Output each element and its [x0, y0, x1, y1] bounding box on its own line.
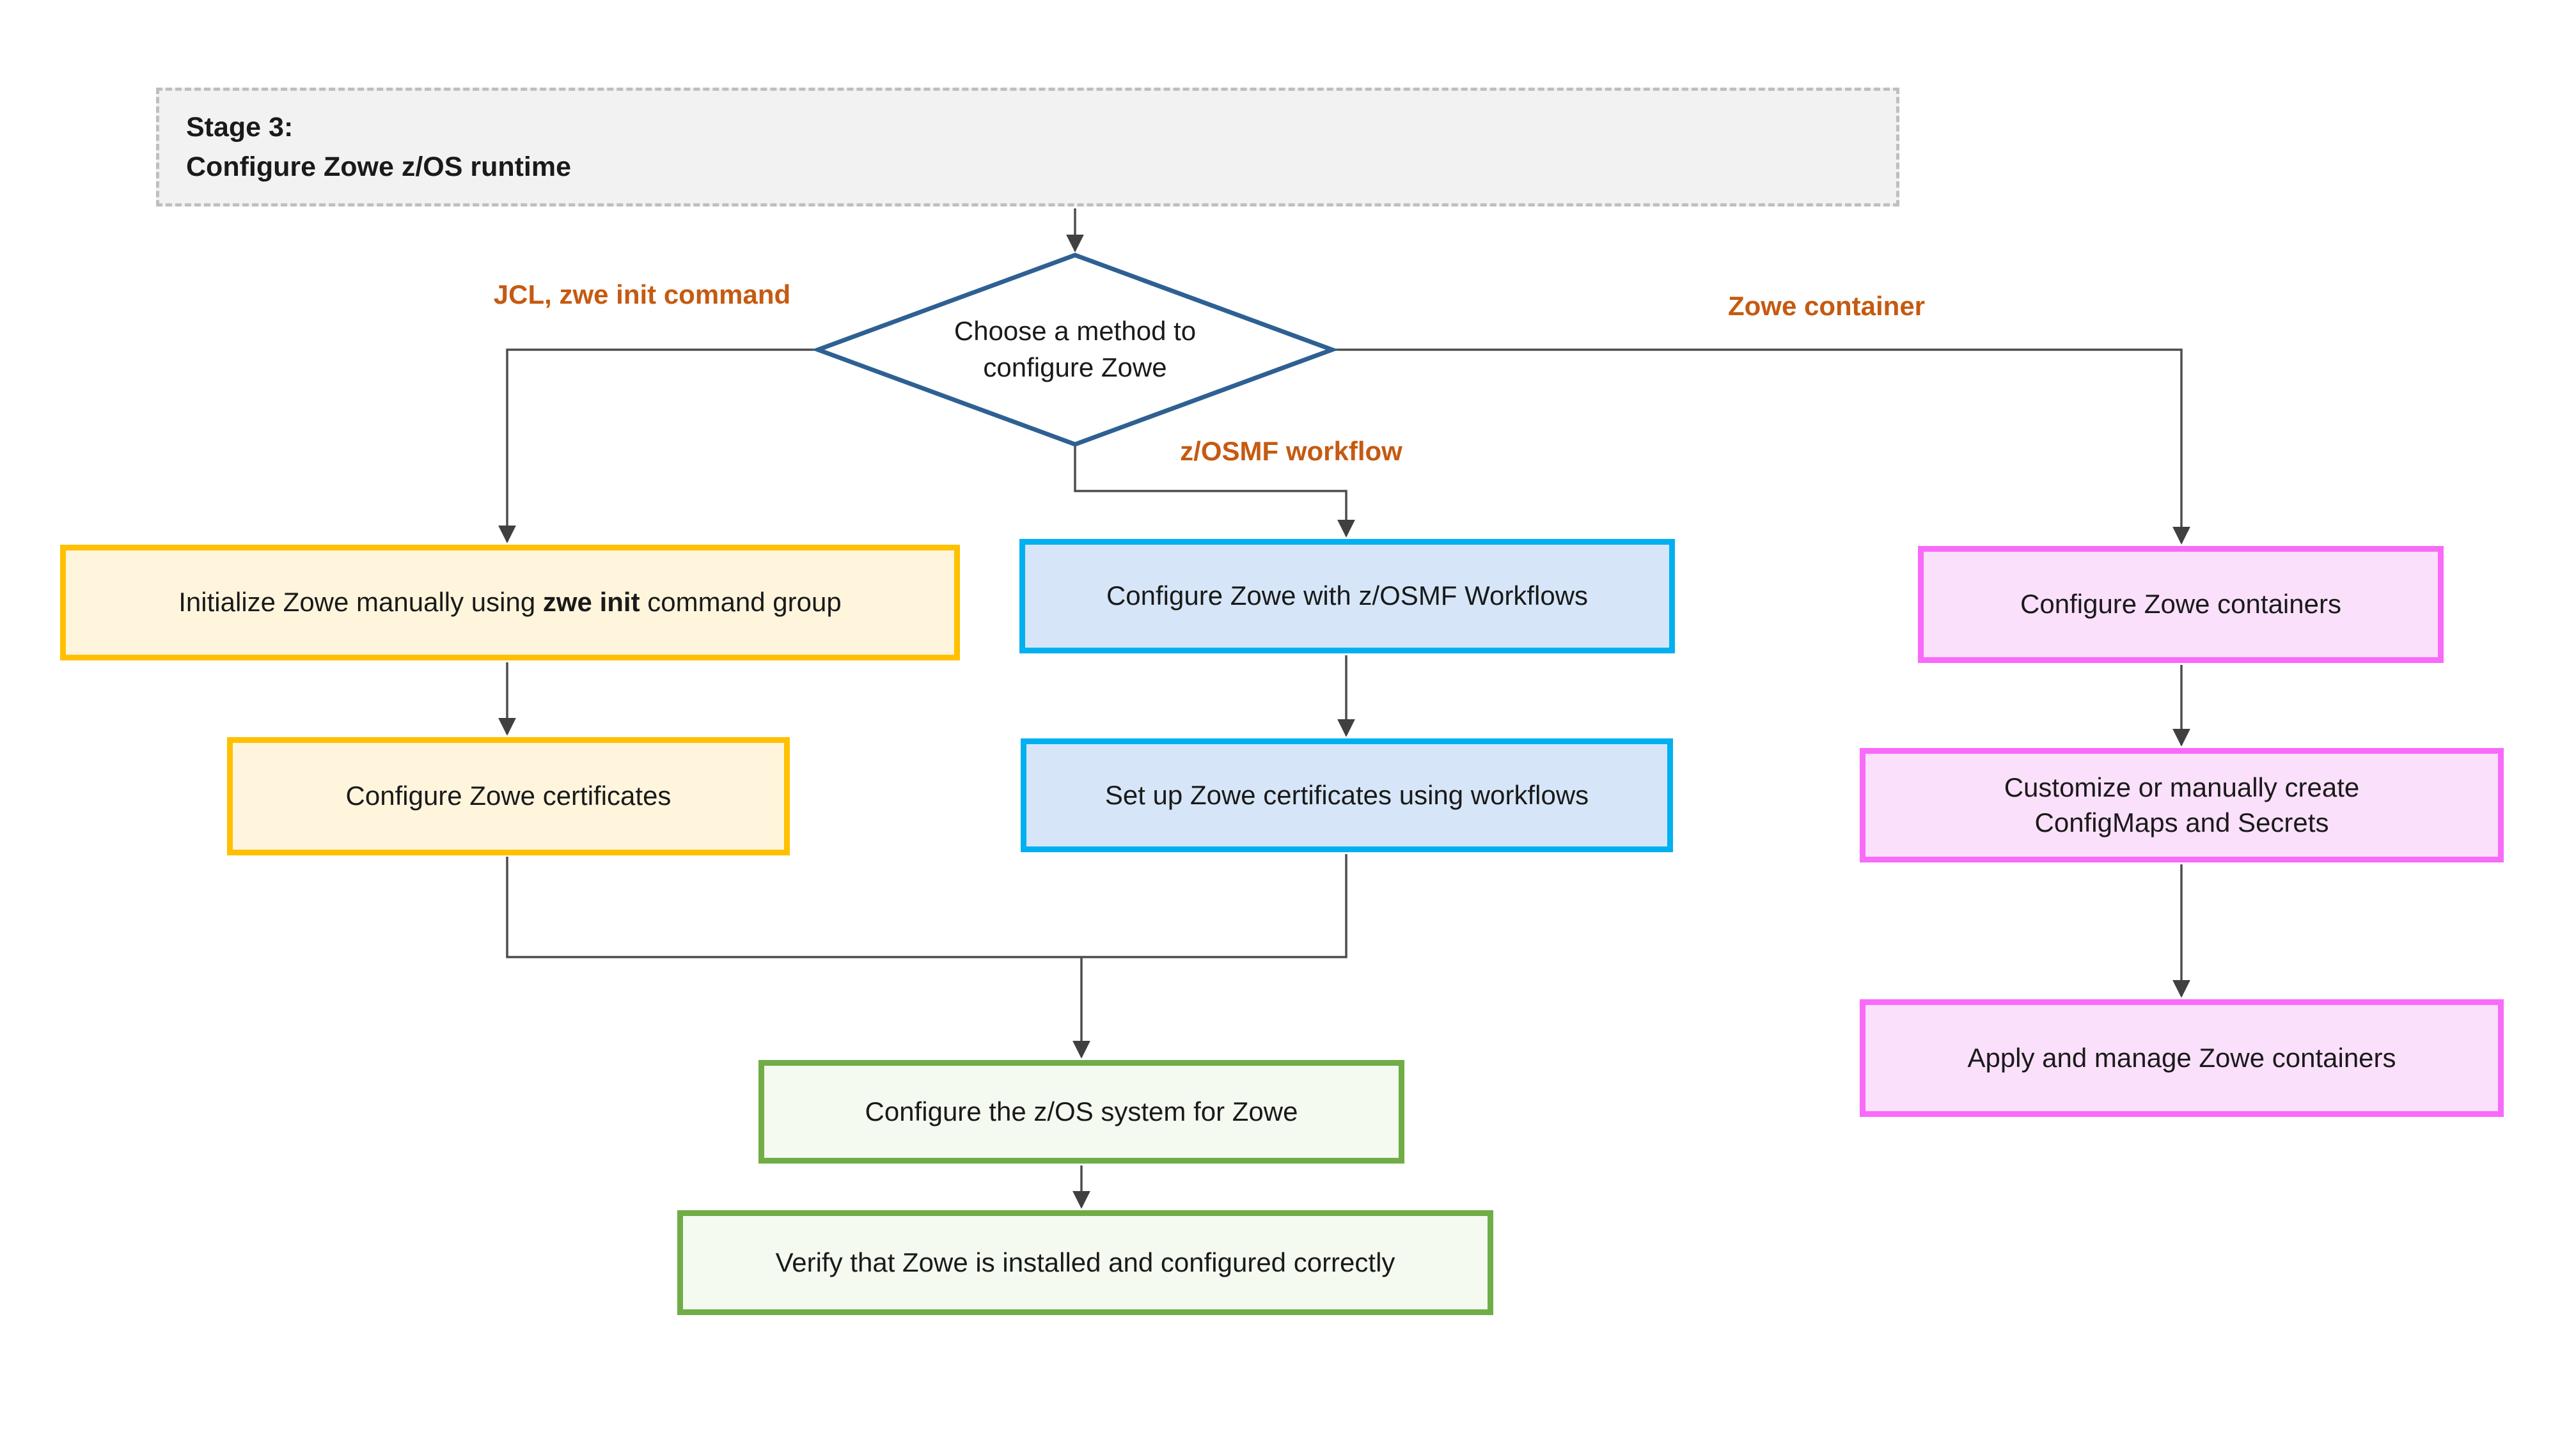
decision-node: Choose a method to configure Zowe [909, 289, 1241, 410]
node-verify-installation: Verify that Zowe is installed and config… [677, 1210, 1493, 1315]
decision-line2: configure Zowe [983, 352, 1167, 382]
edge-decision-to-init [498, 348, 818, 543]
init-text-suffix: command group [640, 587, 842, 618]
node-configure-containers: Configure Zowe containers [1918, 546, 2444, 663]
node-init-zowe: Initialize Zowe manually using zwe init … [60, 545, 960, 660]
branch-label-container: Zowe container [1727, 291, 1926, 321]
edge-merge-bus [506, 854, 1347, 958]
node-zosmf-certificates: Set up Zowe certificates using workflows [1021, 738, 1673, 852]
node-configure-zos-system: Configure the z/OS system for Zowe [758, 1060, 1404, 1164]
stage-title-box: Stage 3: Configure Zowe z/OS runtime [156, 88, 1899, 207]
init-text-prefix: Initialize Zowe manually using [178, 587, 543, 618]
node-init-zowe-text: Initialize Zowe manually using zwe init … [178, 585, 841, 620]
edge-decision-to-zosmf [1074, 446, 1355, 538]
branch-label-jcl: JCL, zwe init command [493, 279, 791, 309]
configmaps-line2: ConfigMaps and Secrets [2034, 807, 2329, 838]
init-text-command: zwe init [542, 587, 640, 618]
edge-decision-to-container [1332, 348, 2190, 545]
node-configure-certificates: Configure Zowe certificates [227, 737, 790, 855]
stage-title-line1: Stage 3: [186, 111, 294, 143]
node-apply-containers: Apply and manage Zowe containers [1860, 999, 2504, 1117]
branch-label-zosmf: z/OSMF workflow [1180, 436, 1402, 466]
node-zosmf-configure: Configure Zowe with z/OSMF Workflows [1019, 539, 1675, 653]
stage-title-line2: Configure Zowe z/OS runtime [186, 152, 572, 182]
decision-diamond-shape [811, 253, 1339, 447]
decision-line1: Choose a method to [954, 316, 1197, 347]
configmaps-line1: Customize or manually create [2004, 772, 2360, 802]
node-configmaps-secrets: Customize or manually create ConfigMaps … [1860, 748, 2504, 862]
